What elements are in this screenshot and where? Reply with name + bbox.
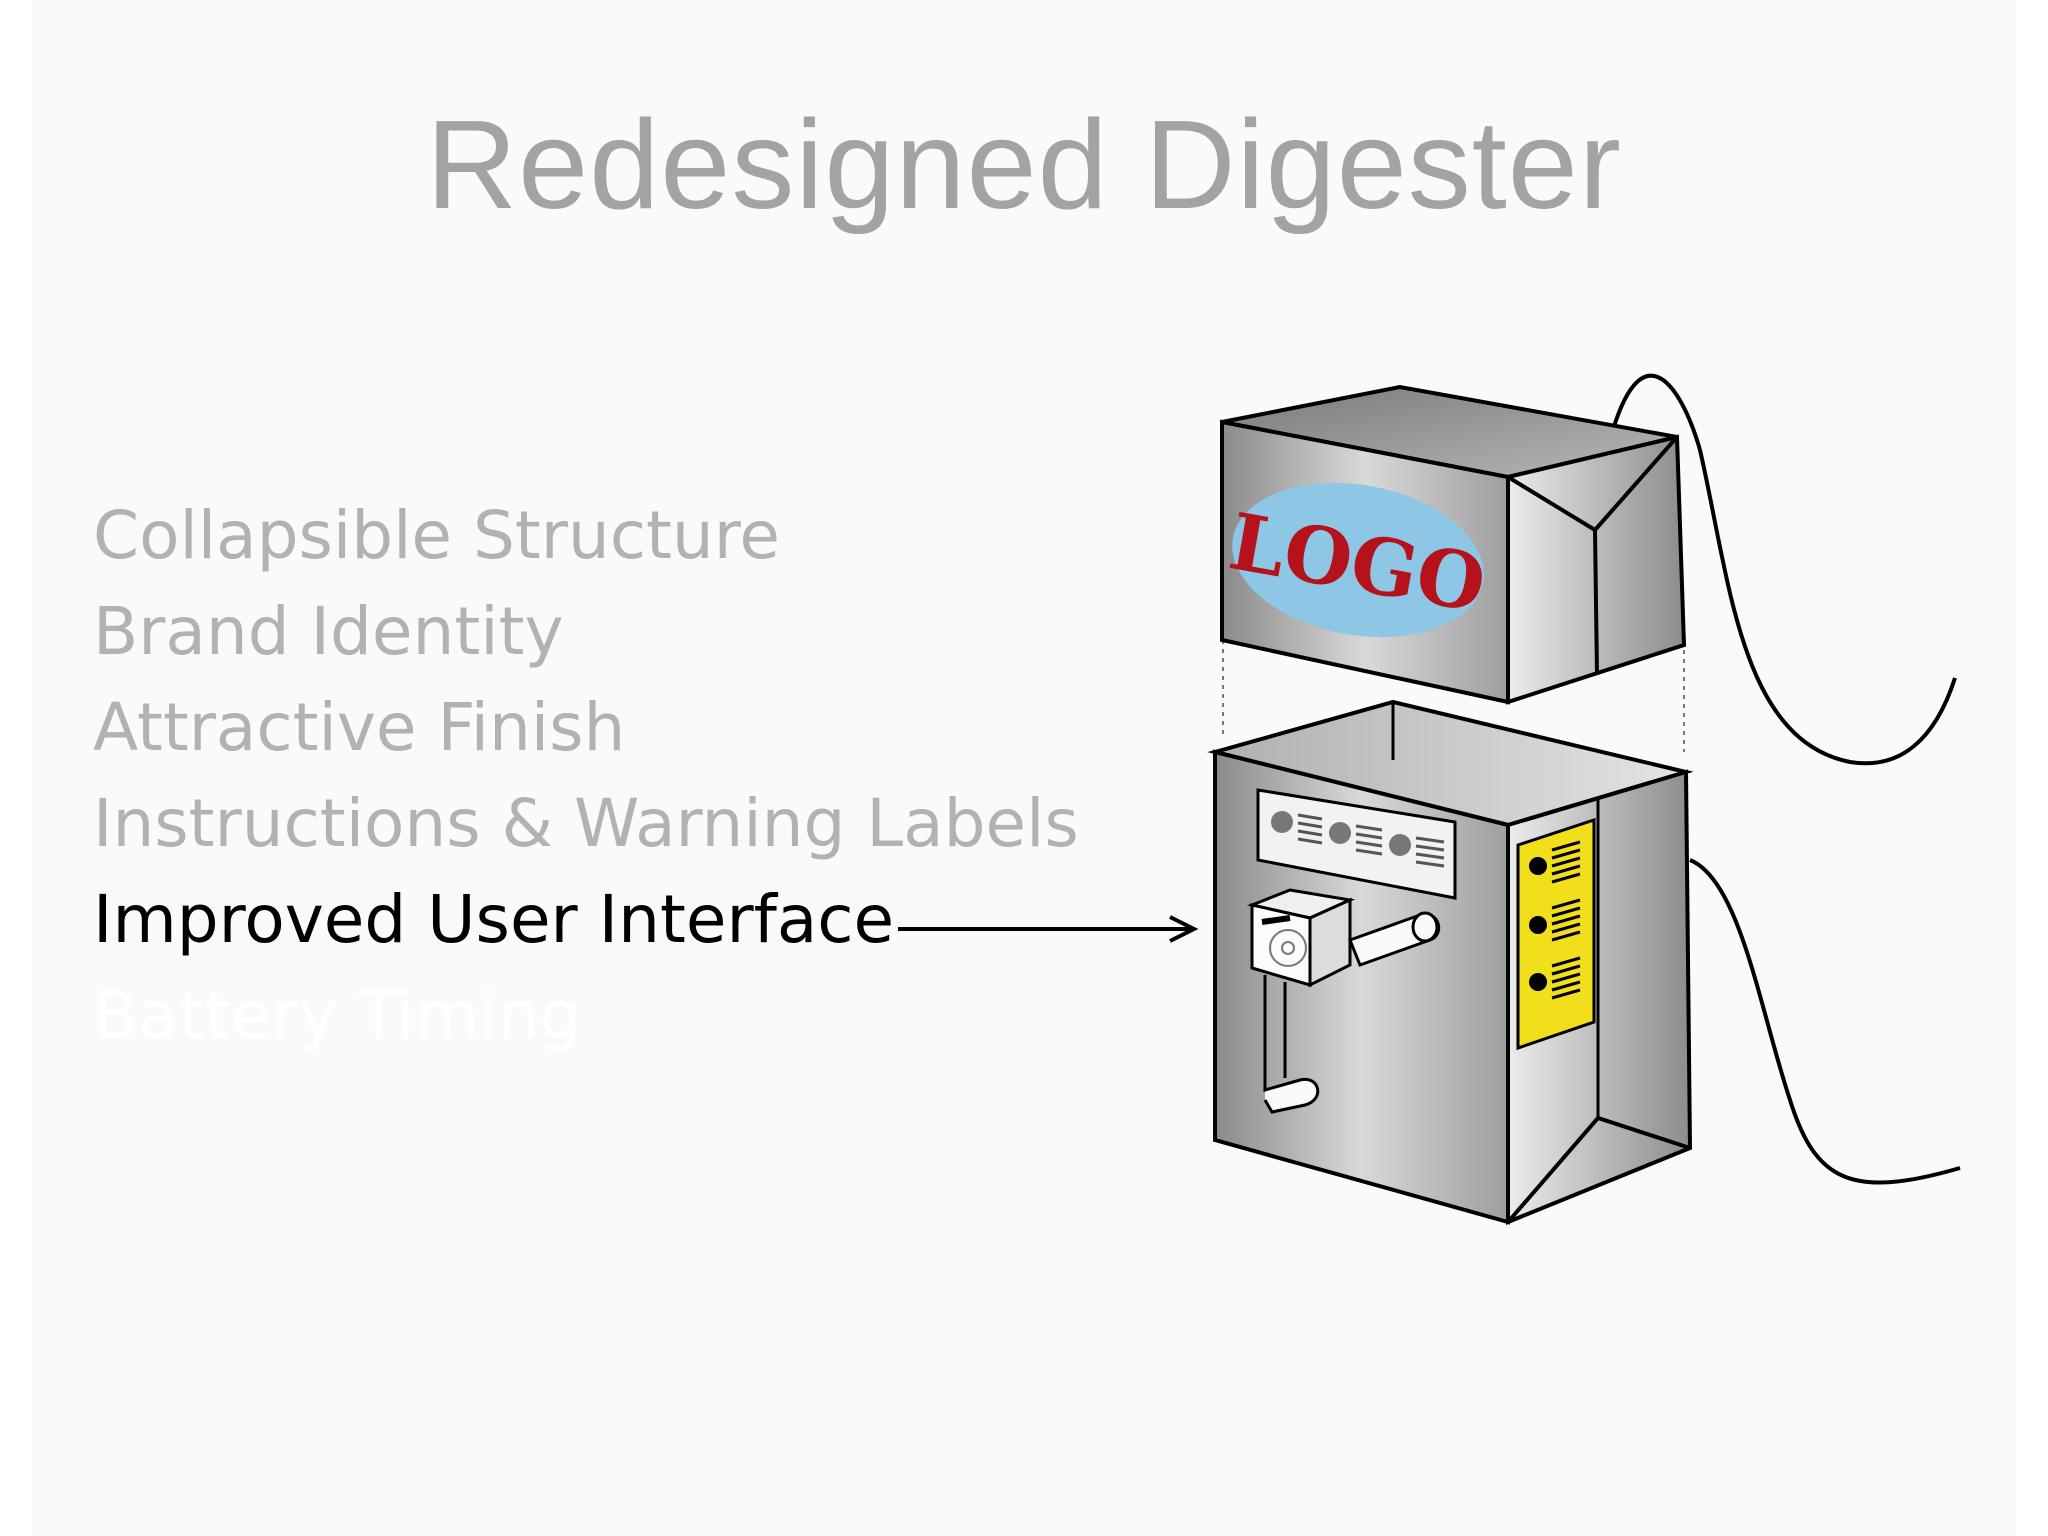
- lid-icon: LOGO: [1220, 384, 1687, 705]
- bullet-list: Collapsible Structure Brand Identity Att…: [93, 488, 1079, 1064]
- bullet-item-attractive-finish: Attractive Finish: [93, 689, 626, 766]
- bullet-item-collapsible-structure: Collapsible Structure: [93, 497, 781, 574]
- bullet-item-instructions-warning-labels: Instructions & Warning Labels: [93, 785, 1079, 862]
- bullet-item-improved-user-interface: Improved User Interface: [93, 881, 895, 958]
- slide-margin-left: [0, 0, 32, 1536]
- cable-lower-icon: [1689, 858, 1961, 1185]
- faucet-icon: [1246, 888, 1441, 1114]
- cable-icon: [1608, 373, 1957, 766]
- digester-box-icon: [1207, 699, 1694, 1225]
- logo-oval: [1232, 482, 1484, 638]
- slide-margin-right: [2016, 0, 2048, 1536]
- bullet-item-brand-identity: Brand Identity: [93, 593, 564, 670]
- slide-title: Redesigned Digester: [426, 94, 1622, 235]
- warning-label-icon: [1516, 817, 1596, 1051]
- arrow-right-icon: [898, 915, 1199, 943]
- bullet-item-battery-timing: Battery Timing: [93, 977, 582, 1054]
- control-panel-icon: [1256, 788, 1457, 900]
